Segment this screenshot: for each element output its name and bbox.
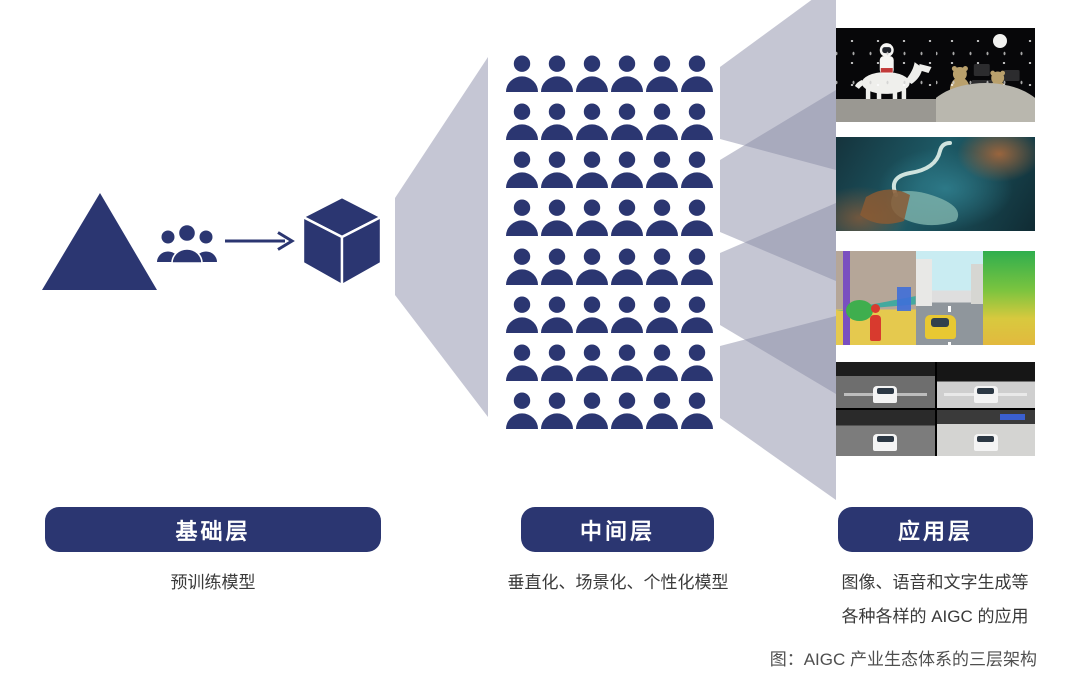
person-icon <box>505 296 539 333</box>
driving-camera-view <box>936 410 1035 456</box>
driving-camera-view <box>936 362 1035 408</box>
person-icon <box>610 55 644 92</box>
lunar-plateau <box>935 82 1035 122</box>
driving-camera-view <box>836 410 935 456</box>
segmented-foliage <box>845 299 873 321</box>
person-icon <box>645 55 679 92</box>
person-icon <box>540 248 574 285</box>
segmented-pole <box>843 251 851 345</box>
person-icon <box>680 248 714 285</box>
funnel-shape <box>395 57 488 417</box>
person-icon <box>680 151 714 188</box>
person-icon <box>575 344 609 381</box>
person-icon <box>575 103 609 140</box>
building-left <box>915 258 932 306</box>
person-icon <box>645 199 679 236</box>
person-icon <box>645 248 679 285</box>
person-icon <box>505 344 539 381</box>
user-group-icon <box>157 223 217 264</box>
person-icon <box>540 392 574 429</box>
person-icon <box>645 296 679 333</box>
person-icon <box>610 392 644 429</box>
moon-disc <box>993 33 1008 48</box>
yellow-car <box>925 314 957 340</box>
person-icon <box>540 55 574 92</box>
person-icon <box>680 55 714 92</box>
person-icon <box>540 344 574 381</box>
person-icon <box>505 199 539 236</box>
person-icon <box>680 344 714 381</box>
building-right <box>971 264 984 304</box>
person-icon <box>610 296 644 333</box>
person-icon <box>610 199 644 236</box>
segmented-pedestrian-head <box>871 304 881 314</box>
person-icon <box>645 344 679 381</box>
person-icon <box>540 296 574 333</box>
person-icon <box>680 103 714 140</box>
person-icon <box>645 151 679 188</box>
person-icon <box>680 199 714 236</box>
person-icon <box>505 151 539 188</box>
segmentation-panel <box>836 251 916 345</box>
street-photo-panel <box>915 251 984 345</box>
astronaut-horse-panel <box>836 28 936 122</box>
person-icon <box>540 151 574 188</box>
application-layer-description-line2: 各种各样的 AIGC 的应用 <box>841 607 1029 626</box>
person-icon <box>575 151 609 188</box>
user-grid <box>505 55 715 429</box>
person-icon <box>610 151 644 188</box>
person-icon <box>645 103 679 140</box>
lunar-ground <box>836 99 936 122</box>
person-icon <box>505 248 539 285</box>
street-segmentation-and-depth-map-image <box>836 251 1035 345</box>
fan-connector-shape <box>720 0 836 500</box>
person-icon <box>540 103 574 140</box>
person-icon <box>575 55 609 92</box>
person-icon <box>680 392 714 429</box>
person-icon <box>680 296 714 333</box>
person-icon <box>575 392 609 429</box>
driving-camera-view <box>836 362 935 408</box>
application-layer-pill: 应用层 <box>838 507 1033 552</box>
foundation-layer-pill: 基础层 <box>45 507 381 552</box>
autonomous-driving-camera-grid-image <box>836 362 1035 456</box>
arrow-right-icon <box>225 231 295 251</box>
pyramid-icon <box>42 193 157 290</box>
person-icon <box>610 103 644 140</box>
teddy-bears-panel <box>935 28 1035 122</box>
person-icon <box>575 296 609 333</box>
figure-caption: 图：AIGC 产业生态体系的三层架构 <box>769 650 1037 669</box>
person-icon <box>505 103 539 140</box>
teal-dream-swan-artwork-image <box>836 137 1035 231</box>
astronaut-on-horse-and-teddy-bears-on-moon-image <box>836 28 1035 122</box>
foundation-layer-description: 预训练模型 <box>170 573 256 592</box>
middle-layer-description: 垂直化、场景化、个性化模型 <box>507 573 729 592</box>
person-icon <box>575 248 609 285</box>
segmented-pedestrian <box>870 315 882 342</box>
swan-drawing <box>860 141 959 226</box>
person-icon <box>575 199 609 236</box>
depth-map-panel <box>983 251 1035 345</box>
person-icon <box>540 199 574 236</box>
cube-icon <box>301 195 383 287</box>
segmented-sign <box>896 286 911 312</box>
application-layer-description: 图像、语音和文字生成等 各种各样的 AIGC 的应用 <box>800 566 1070 634</box>
person-icon <box>610 248 644 285</box>
person-icon <box>610 344 644 381</box>
person-icon <box>645 392 679 429</box>
person-icon <box>505 392 539 429</box>
person-icon <box>505 55 539 92</box>
middle-layer-pill: 中间层 <box>521 507 714 552</box>
application-layer-description-line1: 图像、语音和文字生成等 <box>841 573 1029 592</box>
